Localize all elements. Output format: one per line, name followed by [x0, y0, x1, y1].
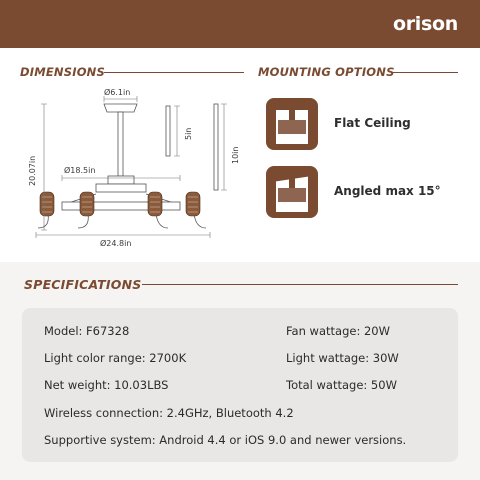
outer-dim-line: [35, 232, 211, 238]
downrod-shape: [117, 111, 124, 177]
downrod-10in: [213, 103, 219, 191]
flat-ceiling-label: Flat Ceiling: [334, 116, 411, 130]
long-rod-label: 10in: [231, 146, 240, 164]
downrod-diameter-label: Ø6.1in: [104, 88, 131, 97]
angled-ceiling-label: Angled max 15°: [334, 184, 441, 198]
height-dim-line: [41, 103, 47, 231]
spec-model: Model: F67328: [44, 324, 130, 338]
shade-3: [147, 191, 163, 217]
short-rod-dim: [174, 105, 180, 157]
spec-fan-wattage: Fan wattage: 20W: [286, 324, 390, 338]
shade-4: [185, 191, 201, 217]
dimensions-title: DIMENSIONS: [20, 65, 105, 79]
specifications-rule: [142, 284, 458, 285]
inner-diameter-label: Ø18.5in: [64, 166, 96, 175]
brand-logo: orison: [392, 13, 458, 35]
outer-diameter-label: Ø24.8in: [100, 239, 132, 248]
height-label: 20.07in: [28, 155, 37, 186]
spec-light-wattage: Light wattage: 30W: [286, 351, 399, 365]
fan-dimension-diagram: [35, 96, 227, 238]
short-rod-label: 5in: [184, 127, 193, 140]
dimensions-rule: [104, 72, 244, 73]
inner-dim-line: [61, 175, 181, 181]
spec-net-weight: Net weight: 10.03LBS: [44, 378, 169, 392]
specifications-card: [22, 308, 458, 462]
spec-wireless: Wireless connection: 2.4GHz, Bluetooth 4…: [44, 406, 294, 420]
angled-ceiling-icon: [266, 166, 318, 218]
header-bar: orison: [0, 0, 480, 48]
shade-1: [39, 191, 55, 217]
flat-ceiling-icon: [266, 98, 318, 150]
specifications-title: SPECIFICATIONS: [24, 277, 142, 292]
spec-light-color: Light color range: 2700K: [44, 351, 187, 365]
spec-total-wattage: Total wattage: 50W: [286, 378, 397, 392]
mounting-rule: [392, 72, 458, 73]
spec-system: Supportive system: Android 4.4 or iOS 9.…: [44, 433, 407, 447]
downrod-5in: [165, 105, 171, 157]
motor-top: [107, 175, 135, 185]
blade-ring: [61, 201, 181, 211]
canopy-dim-line: [103, 96, 138, 102]
mounting-title: MOUNTING OPTIONS: [258, 65, 395, 79]
motor-housing: [95, 183, 147, 193]
long-rod-dim: [221, 103, 227, 191]
shade-2: [79, 191, 95, 217]
canopy-shape: [103, 103, 138, 113]
light-arms: [37, 213, 207, 229]
